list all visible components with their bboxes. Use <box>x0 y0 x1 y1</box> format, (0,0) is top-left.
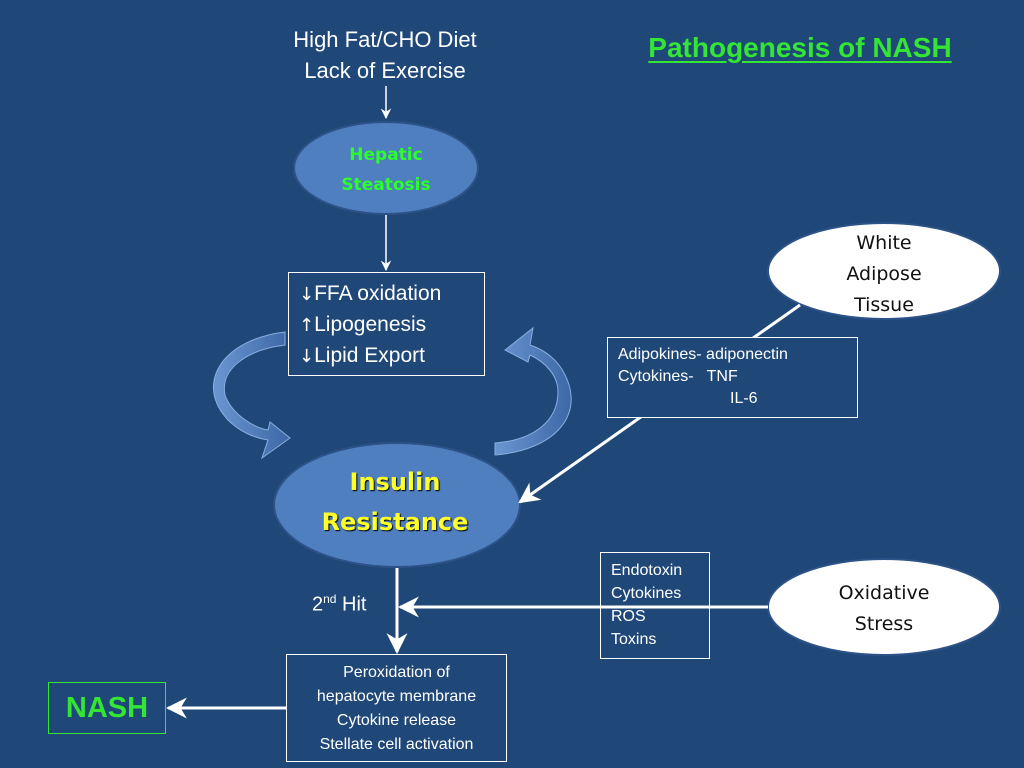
arrow-down-icon: ↓ <box>299 346 315 367</box>
insulin-resistance-ellipse <box>273 442 521 568</box>
adipokines-line-1: Adipokines- adiponectin <box>618 346 788 363</box>
oxidative-stress-label: Oxidative Stress <box>770 578 998 640</box>
adipokines-box: Adipokines- adiponectin Cytokines- TNF I… <box>607 337 858 418</box>
page-title: Pathogenesis of NASH <box>648 32 952 63</box>
white-adipose-line-3: Tissue <box>854 294 914 316</box>
arrow-up-icon: ↑ <box>299 315 315 336</box>
adipokines-line-2: Cytokines- TNF <box>618 368 738 385</box>
diet-line-2: Lack of Exercise <box>304 58 466 83</box>
insulin-resistance-label: Insulin Resistance <box>280 462 510 542</box>
ffa-line-2: ↑Lipogenesis <box>299 310 484 341</box>
arrow-down-icon: ↓ <box>299 284 315 305</box>
ffa-line-1: ↓FFA oxidation <box>299 279 484 310</box>
oxidative-line-1: Oxidative <box>838 582 930 604</box>
endotoxin-box: Endotoxin Cytokines ROS Toxins <box>600 552 710 659</box>
oxidative-line-2: Stress <box>854 613 914 635</box>
ffa-line-3: ↓Lipid Export <box>299 341 484 372</box>
hepatic-steatosis-label: Hepatic Steatosis <box>298 140 474 200</box>
second-hit-text: Hit <box>342 593 367 616</box>
ffa-oxidation-text: FFA oxidation <box>314 282 442 305</box>
white-adipose-label: White Adipose Tissue <box>770 228 998 321</box>
white-adipose-ellipse <box>767 222 1001 320</box>
nash-box: NASH <box>48 682 166 734</box>
steatosis-line-2: Steatosis <box>341 175 431 195</box>
ffa-box: ↓FFA oxidation ↑Lipogenesis ↓Lipid Expor… <box>288 272 485 376</box>
hepatic-steatosis-ellipse <box>293 121 479 215</box>
peroxidation-line-1: Peroxidation of <box>343 664 450 681</box>
endotoxin-line-4: Toxins <box>611 631 657 648</box>
endotoxin-line-3: ROS <box>611 608 646 625</box>
peroxidation-line-4: Stellate cell activation <box>319 736 474 753</box>
white-adipose-line-2: Adipose <box>846 263 922 285</box>
steatosis-line-1: Hepatic <box>349 145 423 165</box>
white-adipose-line-1: White <box>856 232 912 254</box>
adipokines-line-3: IL-6 <box>730 390 758 407</box>
second-hit-number: 2 <box>312 593 324 616</box>
cycle-arrow-right <box>494 326 572 456</box>
lipogenesis-text: Lipogenesis <box>314 313 427 336</box>
insulin-line-1: Insulin <box>349 468 441 496</box>
second-hit-label: 2nd Hit <box>312 592 367 617</box>
diet-line-1: High Fat/CHO Diet <box>293 27 477 52</box>
endotoxin-line-1: Endotoxin <box>611 562 683 579</box>
cycle-arrow-left <box>212 331 291 460</box>
lipid-export-text: Lipid Export <box>314 344 425 367</box>
diet-label: High Fat/CHO Diet Lack of Exercise <box>265 24 505 86</box>
second-hit-superscript: nd <box>323 592 337 606</box>
peroxidation-line-3: Cytokine release <box>336 712 457 729</box>
peroxidation-line-2: hepatocyte membrane <box>316 688 477 705</box>
peroxidation-box: Peroxidation of hepatocyte membrane Cyto… <box>286 654 507 762</box>
insulin-line-2: Resistance <box>321 508 469 536</box>
endotoxin-line-2: Cytokines <box>611 585 682 602</box>
